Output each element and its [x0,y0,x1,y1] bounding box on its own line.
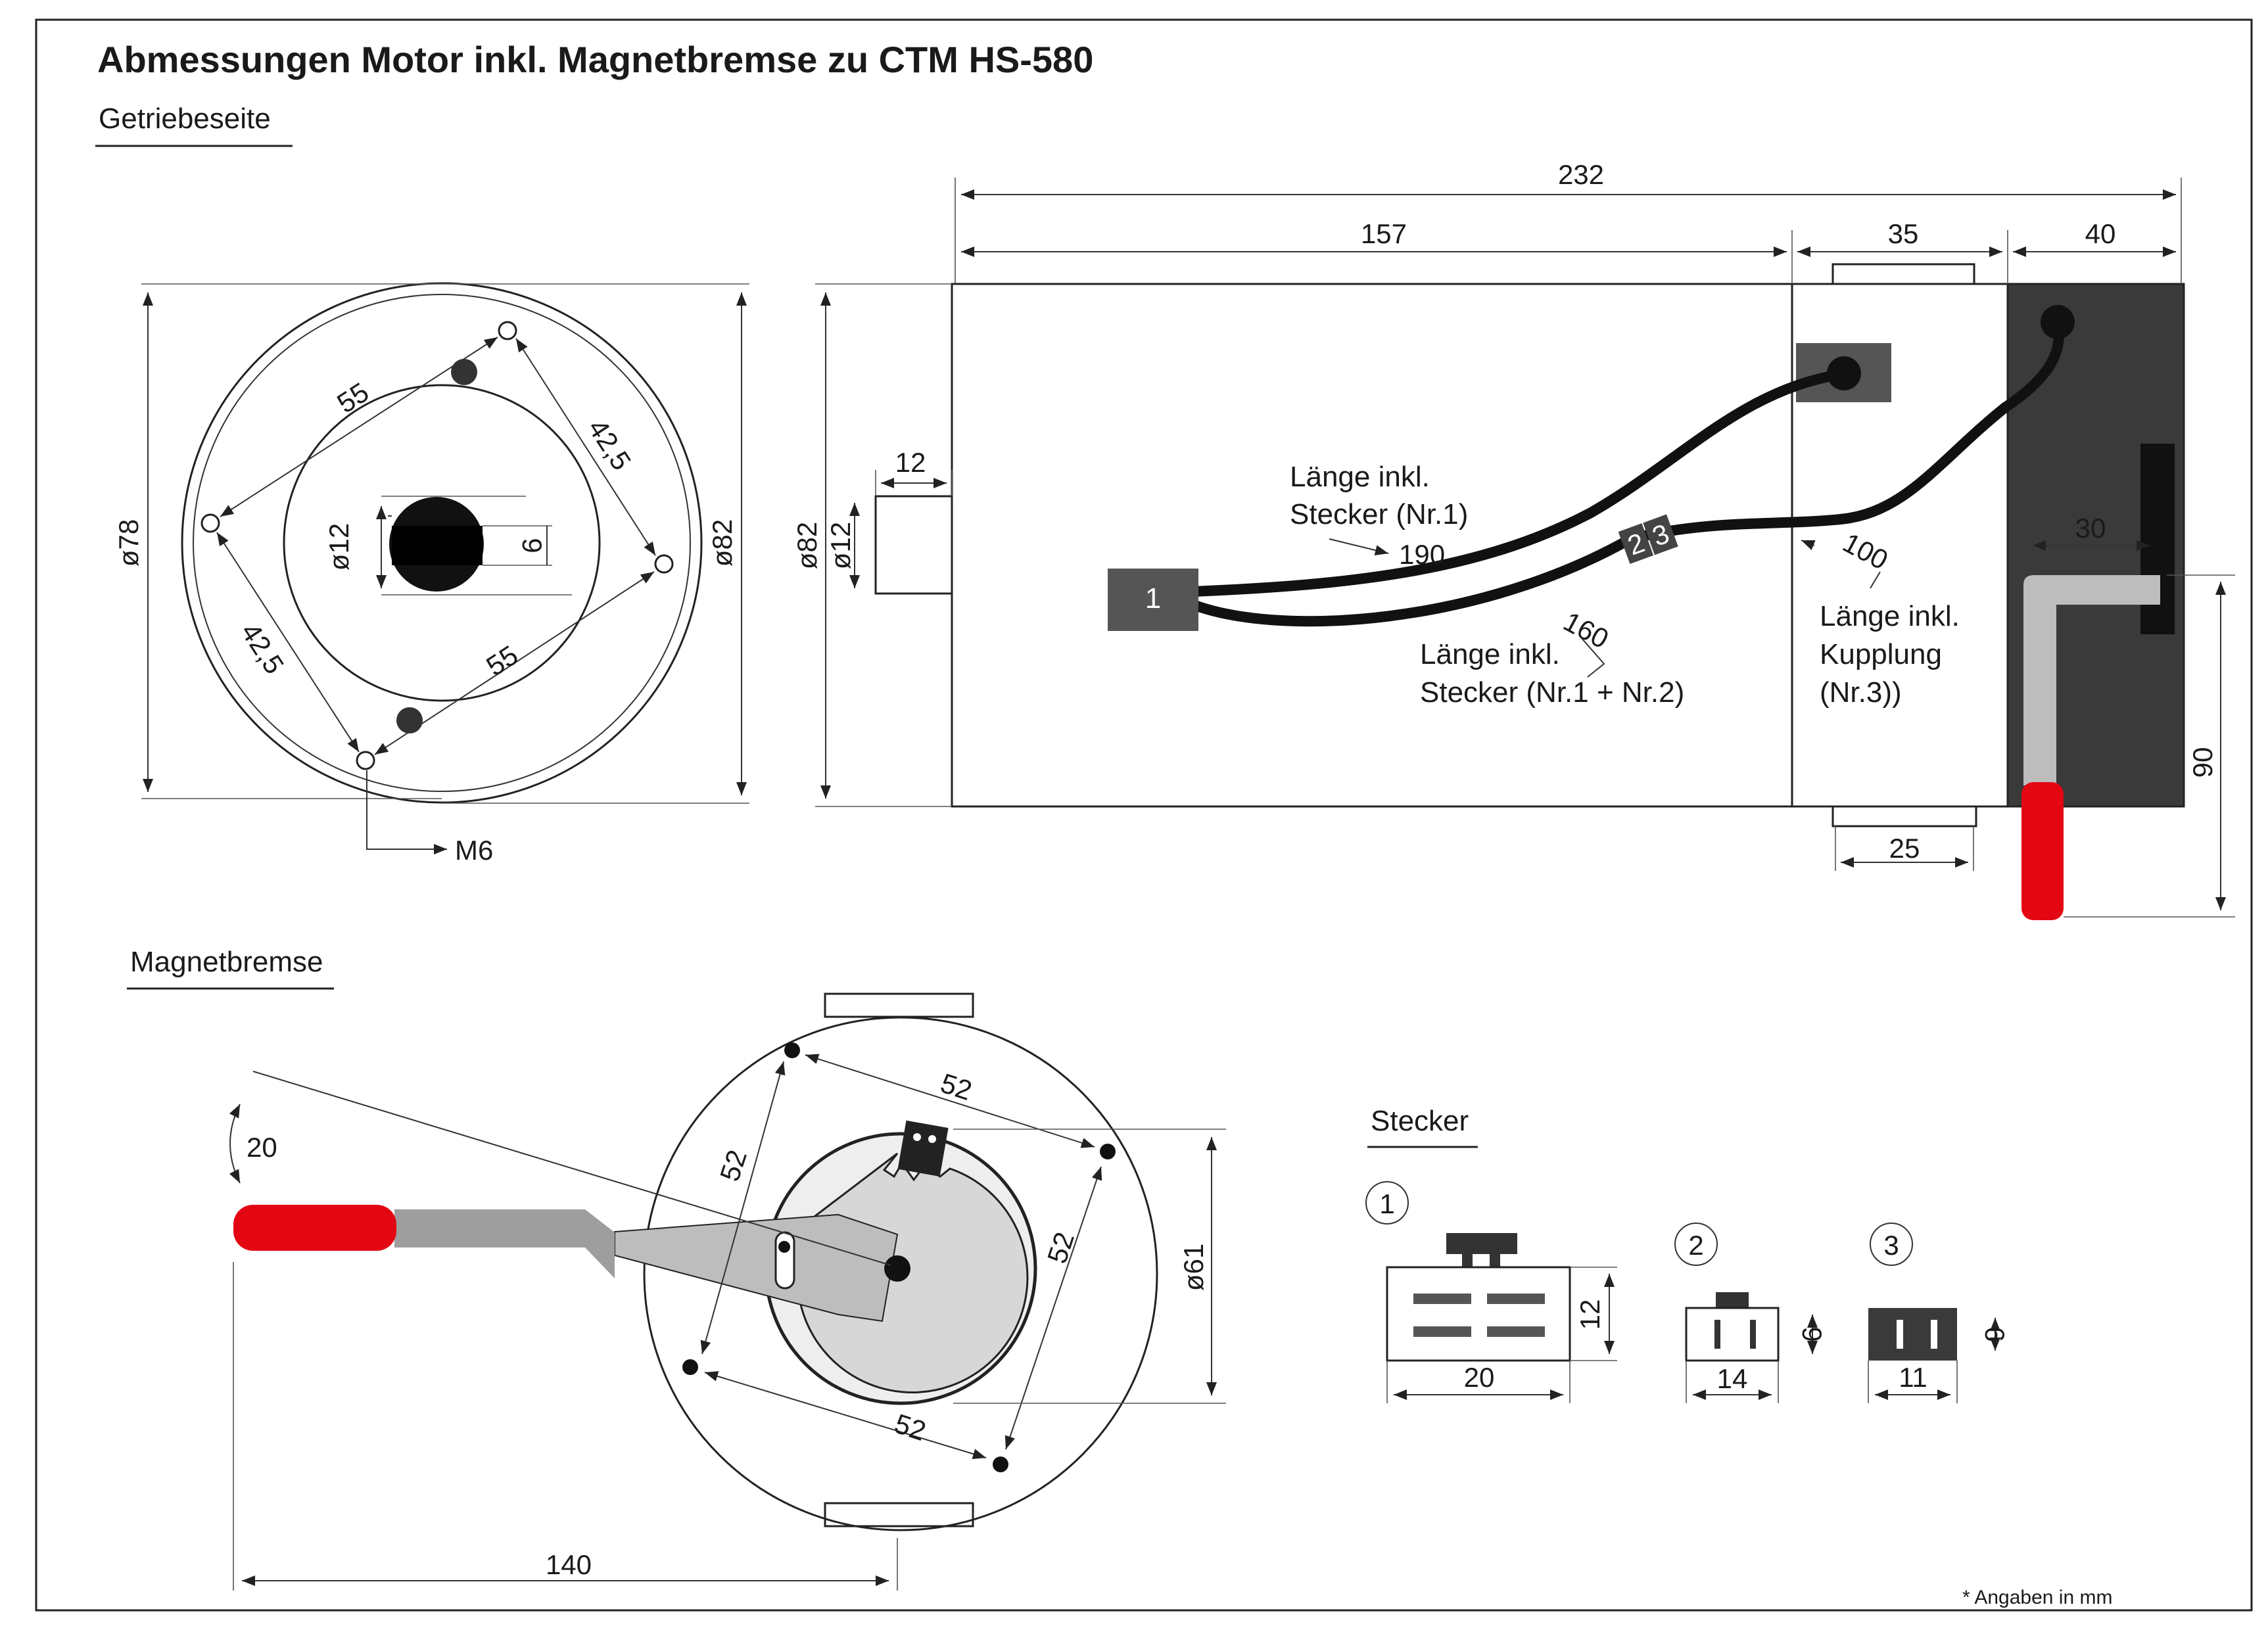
drawing-title: Abmessungen Motor inkl. Magnetbremse zu … [97,39,1093,80]
dim-brake-length: 40 [2085,218,2116,249]
section-heading-connectors: Stecker [1371,1105,1469,1137]
dim-shaft-flat: 9 [517,538,548,553]
connector-3-height: 6 [1979,1326,2010,1341]
cable-note-3a: Länge inkl. [1820,600,1960,632]
dim-output-shaft-dia: ø12 [825,522,856,569]
dim-coupling-length: 35 [1888,218,1919,249]
dim-motor-length: 157 [1361,218,1407,249]
brake-slot [2140,444,2175,634]
cable-length-190: 190 [1399,539,1445,570]
top-tab [1831,263,1975,285]
dim-shaft-length: 12 [895,447,926,478]
connector-1-height: 12 [1574,1299,1605,1330]
dowel-pin [451,359,477,385]
mounting-hole [356,751,375,770]
cable-note-3b: Kupplung [1820,638,1942,670]
drawing-frame [35,18,2253,1612]
connector-2-number: 2 [1688,1230,1703,1261]
connector-3-number: 3 [1883,1230,1899,1261]
brake-hole [784,1042,800,1058]
brake-bottom-tab [824,1502,974,1527]
shaft-flat [392,526,483,565]
brake-lever-arm [614,1213,899,1322]
brake-view: 52 52 52 52 ø61 20 140 [229,992,1226,1591]
thread-label: M6 [455,835,493,866]
dim-hole-55-bottom: 55 [481,640,523,682]
housing-inner-circle [193,294,691,792]
mounting-hole [654,554,674,574]
brake-top-tab [824,992,974,1018]
cable-gland [1827,356,1861,390]
dim-lever-length: 140 [546,1549,592,1580]
dim-hole-55-top: 55 [331,377,374,419]
brake-hole [993,1457,1008,1472]
section-heading-brake: Magnetbremse [130,946,323,978]
dim-hole-425-left: 42,5 [235,617,290,679]
connector-2-height: 9 [1797,1326,1828,1341]
dowel-pin [396,707,423,734]
plug-1-label: 1 [1145,582,1161,615]
cable-note-1b: Stecker (Nr.1) [1290,498,1468,530]
motor-side-view: 1 2 3 Länge inkl. Stecker (Nr.1) 190 160… [791,159,2235,920]
dim-dia-82-front: ø82 [707,519,738,567]
dim-brake-hole-right: 52 [1041,1228,1080,1267]
brake-hole [1100,1144,1116,1159]
dim-lever-angle: 20 [247,1132,277,1163]
brake-hole [682,1359,698,1375]
connector-2-width: 14 [1717,1363,1748,1394]
brake-clip [897,1120,949,1177]
cable-gland [2041,305,2075,339]
lever-slot [774,1231,795,1290]
brake-handle [233,1205,396,1251]
dim-body-dia: ø82 [791,522,822,569]
release-lever [2023,575,2160,785]
dim-brake-hole-left: 52 [714,1146,753,1185]
connector-1-number: 1 [1379,1188,1394,1219]
cable-1 [1193,368,1849,597]
footnote-units: * Angaben in mm [1962,1587,2112,1608]
dim-brake-dia: ø61 [1178,1244,1209,1291]
cable-2 [1191,322,2064,627]
lever-handle [2021,782,2064,920]
dim-total-length: 232 [1558,159,1604,190]
dim-tab-25: 25 [1889,833,1920,864]
mounting-hole [498,321,517,340]
dim-hole-425-right: 42,5 [582,413,637,475]
connector-2: 2 14 9 [1674,1223,1828,1403]
lever-rod [394,1209,615,1278]
cable-length-160: 160 [1559,605,1614,654]
dim-brake-hole-bottom: 52 [891,1408,930,1447]
section-heading-gearbox: Getriebeseite [99,103,271,135]
bottom-tab [1831,805,1977,828]
dim-lever-width: 30 [2075,513,2106,544]
mounting-hole [201,513,220,533]
cable-note-2b: Stecker (Nr.1 + Nr.2) [1420,676,1684,709]
cable-length-100: 100 [1838,526,1893,575]
connector-1: 1 20 12 [1365,1181,1617,1403]
output-shaft [874,495,953,595]
plug-1 [1108,569,1198,631]
connector-3-width: 11 [1899,1362,1927,1393]
brake-center [884,1255,910,1282]
gearbox-front-view: 55 42,5 42,5 55 ø12 9 ø78 ø82 M6 [113,282,749,866]
dim-shaft-dia: ø12 [323,523,354,571]
connector-1-width: 20 [1464,1362,1495,1393]
connector-3: 3 11 6 [1868,1223,2010,1403]
cable-note-3c: (Nr.3)) [1820,676,1902,709]
cable-note-2a: Länge inkl. [1420,638,1560,670]
housing-outer-circle [181,282,703,804]
dim-lever-height: 90 [2187,747,2218,778]
dim-brake-hole-top: 52 [937,1067,976,1106]
cable-note-1a: Länge inkl. [1290,461,1430,493]
dim-dia-78: ø78 [113,519,144,567]
